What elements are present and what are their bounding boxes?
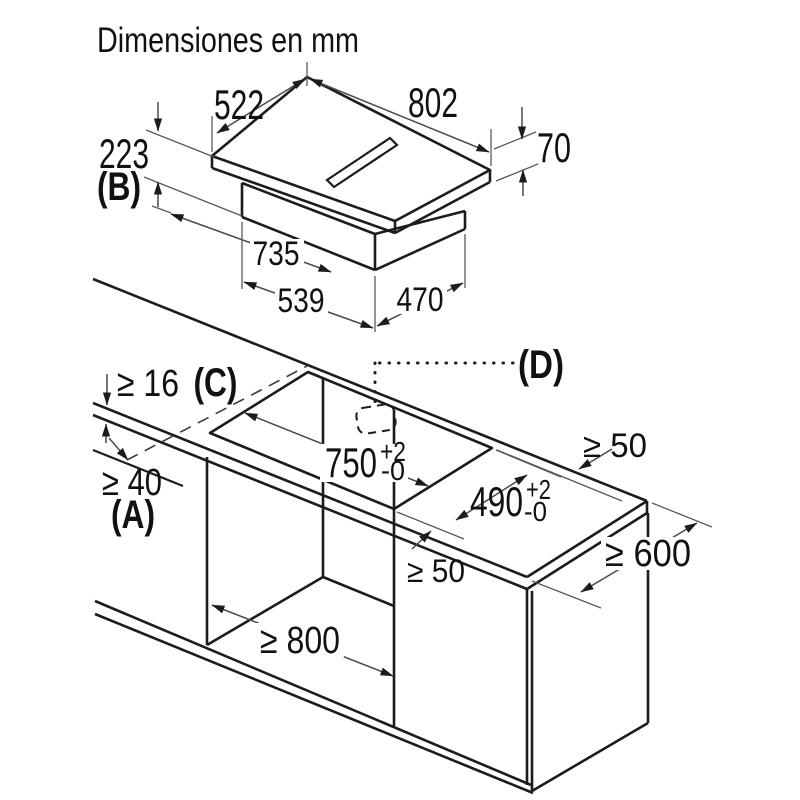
cabinet-floor-back-edge xyxy=(322,575,395,608)
dim-label-750: 750 xyxy=(325,439,377,486)
label-mask xyxy=(394,287,447,314)
dim-label-600: ≥ 600 xyxy=(605,533,691,575)
dim-label-522: 522 xyxy=(214,81,264,128)
dim-arrow-50-rear xyxy=(578,448,613,470)
diagram-title: Dimensiones en mm xyxy=(97,21,359,60)
dim-ref-C: (C) xyxy=(193,361,237,405)
cabinet-bottom-front-edge xyxy=(94,599,532,787)
hob-isometric-view: 522 802 70 223 (B) 735 539 470 xyxy=(97,62,571,332)
cabinet-bottom-front-edge2 xyxy=(94,612,534,795)
ext-line xyxy=(145,129,215,158)
worktop-front-edge xyxy=(92,401,528,579)
ext-line xyxy=(493,131,537,150)
label-mask xyxy=(250,239,304,268)
worktop-back-edge xyxy=(92,277,648,503)
hob-body-edge xyxy=(241,181,376,236)
section-dashed-line xyxy=(126,365,308,461)
dim-label-750-tol-sup: +2 xyxy=(380,436,406,467)
dim-label-800: ≥ 800 xyxy=(260,620,340,662)
dim-label-50-front: ≥ 50 xyxy=(407,553,465,589)
dim-line-490 xyxy=(455,474,528,521)
dim-label-735: 735 xyxy=(253,235,300,273)
drawer-top-line xyxy=(92,448,184,488)
dim-label-750-tol-sub: -0 xyxy=(381,455,405,486)
dim-line-522 xyxy=(216,78,306,134)
dim-label-470: 470 xyxy=(397,281,444,319)
ext-line xyxy=(651,502,713,528)
dim-arrow-50-front xyxy=(411,530,432,550)
dim-label-70: 70 xyxy=(537,124,571,171)
dim-ref-B: (B) xyxy=(97,165,141,209)
hob-vent-slot xyxy=(325,136,399,189)
dim-label-539: 539 xyxy=(278,282,325,320)
dim-label-223: 223 xyxy=(99,130,149,177)
dim-line-802 xyxy=(309,78,490,153)
dim-label-490-tol-sup: +2 xyxy=(526,474,551,505)
ext-line xyxy=(151,205,172,214)
dim-label-50-rear: ≥ 50 xyxy=(583,427,647,465)
dim-ref-D: (D) xyxy=(518,343,564,387)
hob-body-edge xyxy=(374,227,466,272)
label-mask xyxy=(601,537,695,570)
dim-label-16: ≥ 16 (C) xyxy=(117,361,237,405)
label-mask xyxy=(275,287,328,315)
hob-body-edge xyxy=(374,209,466,236)
dim-label-490-tol-sub: -0 xyxy=(524,496,547,527)
dim-ref-A: (A) xyxy=(111,493,155,537)
outlet-dashed-box xyxy=(355,403,397,435)
worktop-front-bottom-edge xyxy=(92,413,528,591)
installation-isometric-view: (D) ≥ 16 (C) ≥ 40 (A) 750 +2 -0 490 +2 -… xyxy=(92,277,713,795)
ext-line xyxy=(531,580,602,609)
ext-line xyxy=(495,163,539,182)
cabinet-right-bottom-edge xyxy=(531,721,649,793)
ext-line xyxy=(396,511,465,540)
hob-plate-edge xyxy=(211,166,396,235)
dim-label-490: 490 xyxy=(470,478,523,525)
ext-line xyxy=(496,449,623,502)
dim-label-40: ≥ 40 xyxy=(102,462,162,504)
dim-arrow-40-diag xyxy=(108,437,129,461)
label-mask xyxy=(256,623,344,657)
dim-label-16-value: ≥ 16 xyxy=(117,363,179,405)
label-mask xyxy=(320,444,408,482)
dim-label-802: 802 xyxy=(408,79,458,126)
